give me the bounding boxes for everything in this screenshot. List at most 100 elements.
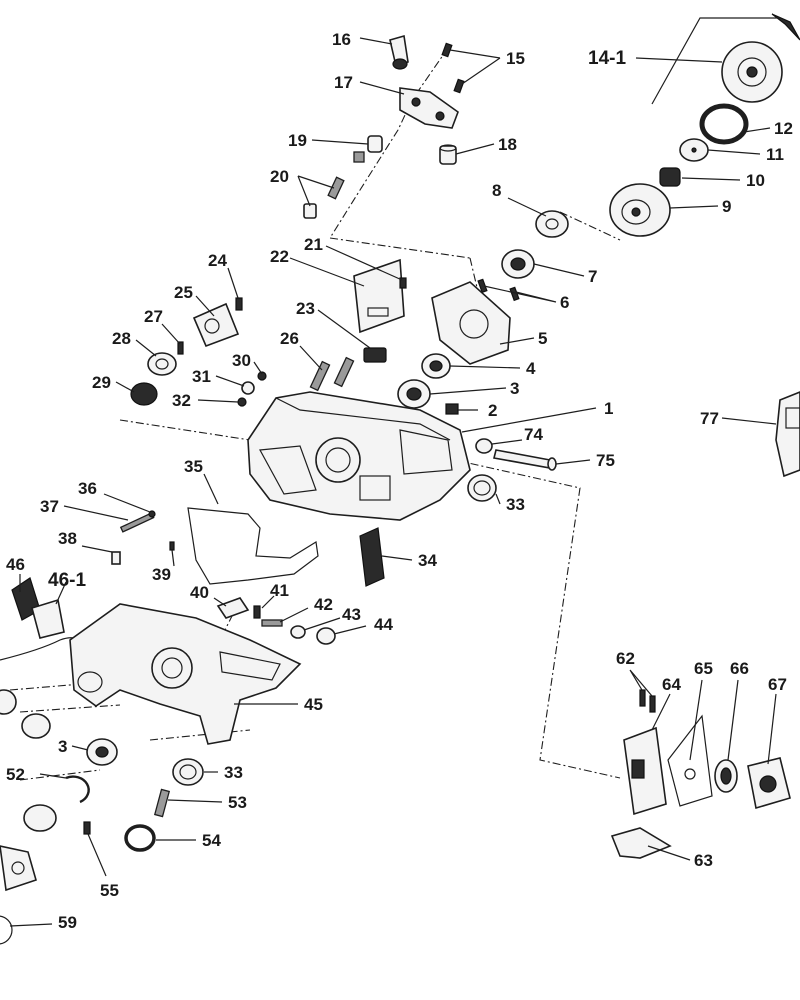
label-11: 11 bbox=[766, 145, 784, 164]
part-39-pin bbox=[169, 541, 175, 551]
part-24-screw bbox=[235, 297, 243, 311]
label-7: 7 bbox=[588, 267, 597, 286]
part-17-pump-bracket bbox=[399, 87, 459, 129]
part-14-1-clutch bbox=[651, 13, 800, 105]
label-32: 32 bbox=[172, 391, 191, 410]
label-33-lower: 33 bbox=[224, 763, 243, 782]
part-77-cover bbox=[775, 391, 800, 478]
part-3-bearing-lower bbox=[86, 738, 118, 766]
label-17: 17 bbox=[334, 73, 353, 92]
label-23: 23 bbox=[296, 299, 315, 318]
part-67-worm-gear bbox=[747, 757, 791, 810]
part-75-bolt bbox=[493, 449, 557, 471]
part-12-ring bbox=[699, 103, 749, 145]
part-19-valve bbox=[353, 135, 383, 163]
label-53: 53 bbox=[228, 793, 247, 812]
part-54-ring bbox=[124, 824, 156, 852]
label-28: 28 bbox=[112, 329, 131, 348]
part-46-46-1-cable bbox=[0, 577, 85, 661]
part-65-gasket bbox=[667, 714, 713, 807]
label-27: 27 bbox=[144, 307, 163, 326]
part-55-screw bbox=[83, 821, 91, 835]
label-64: 64 bbox=[662, 675, 681, 694]
part-29-knob bbox=[130, 382, 158, 406]
label-31: 31 bbox=[192, 367, 211, 386]
label-26: 26 bbox=[280, 329, 299, 348]
part-1-main-housing bbox=[247, 391, 471, 521]
part-27-pin bbox=[177, 341, 184, 355]
label-33-upper: 33 bbox=[506, 495, 525, 514]
label-36: 36 bbox=[78, 479, 97, 498]
label-12: 12 bbox=[774, 119, 793, 138]
part-15-screws bbox=[441, 42, 465, 94]
part-5-cover bbox=[431, 281, 511, 365]
label-41: 41 bbox=[270, 581, 289, 600]
label-35: 35 bbox=[184, 457, 203, 476]
part-4-bearing bbox=[421, 353, 451, 379]
label-43: 43 bbox=[342, 605, 361, 624]
part-33-bushing-upper bbox=[467, 474, 497, 502]
part-33-bushing-lower bbox=[172, 758, 204, 786]
part-8-bearing bbox=[535, 210, 569, 238]
label-66: 66 bbox=[730, 659, 749, 678]
leader-lines bbox=[9, 37, 777, 927]
label-75: 75 bbox=[596, 451, 615, 470]
label-4: 4 bbox=[526, 359, 536, 378]
label-29: 29 bbox=[92, 373, 111, 392]
label-77: 77 bbox=[700, 409, 719, 428]
label-67: 67 bbox=[768, 675, 787, 694]
part-10-bearing bbox=[659, 167, 681, 187]
part-20-pin bbox=[303, 176, 345, 219]
part-25-block bbox=[192, 302, 240, 348]
part-64-pump-body bbox=[623, 726, 667, 816]
label-20: 20 bbox=[270, 167, 289, 186]
label-6: 6 bbox=[560, 293, 569, 312]
label-24: 24 bbox=[208, 251, 227, 270]
part-28-ring bbox=[147, 352, 177, 376]
part-21-screw bbox=[399, 277, 407, 289]
part-35-gasket bbox=[187, 507, 319, 585]
label-38: 38 bbox=[58, 529, 77, 548]
label-54: 54 bbox=[202, 831, 221, 850]
label-3-lower: 3 bbox=[58, 737, 67, 756]
label-22: 22 bbox=[270, 247, 289, 266]
part-30-31-32-small bbox=[237, 371, 267, 407]
left-edge-parts bbox=[0, 689, 57, 945]
label-30: 30 bbox=[232, 351, 251, 370]
label-9: 9 bbox=[722, 197, 731, 216]
label-34: 34 bbox=[418, 551, 437, 570]
label-8: 8 bbox=[492, 181, 501, 200]
part-36-37-38-pins bbox=[111, 510, 156, 565]
part-7-bearing bbox=[501, 249, 535, 279]
label-3-upper: 3 bbox=[510, 379, 519, 398]
part-3-bearing-upper bbox=[397, 379, 431, 409]
label-39: 39 bbox=[152, 565, 171, 584]
label-14-1: 14-1 bbox=[588, 48, 626, 69]
part-23-spring bbox=[363, 347, 387, 363]
label-52: 52 bbox=[6, 765, 25, 784]
part-labels: 16 15 14-1 17 12 19 18 11 10 20 8 9 21 2… bbox=[6, 30, 793, 932]
part-11-washer bbox=[679, 138, 709, 162]
part-26-springs bbox=[309, 356, 355, 392]
part-40-41-clips bbox=[216, 597, 261, 619]
label-42: 42 bbox=[314, 595, 333, 614]
label-55: 55 bbox=[100, 881, 119, 900]
part-63-plate bbox=[610, 827, 672, 859]
label-65: 65 bbox=[694, 659, 713, 678]
label-37: 37 bbox=[40, 497, 59, 516]
label-10: 10 bbox=[746, 171, 765, 190]
part-22-plate bbox=[353, 258, 405, 334]
parts-artwork bbox=[0, 13, 800, 945]
part-52-circlip bbox=[65, 775, 90, 804]
part-2-plug bbox=[445, 403, 459, 415]
label-5: 5 bbox=[538, 329, 547, 348]
label-59: 59 bbox=[58, 913, 77, 932]
label-18: 18 bbox=[498, 135, 517, 154]
label-19: 19 bbox=[288, 131, 307, 150]
label-15: 15 bbox=[506, 49, 525, 68]
part-34-filter bbox=[359, 527, 385, 587]
label-63: 63 bbox=[694, 851, 713, 870]
part-62-screws bbox=[639, 689, 656, 713]
